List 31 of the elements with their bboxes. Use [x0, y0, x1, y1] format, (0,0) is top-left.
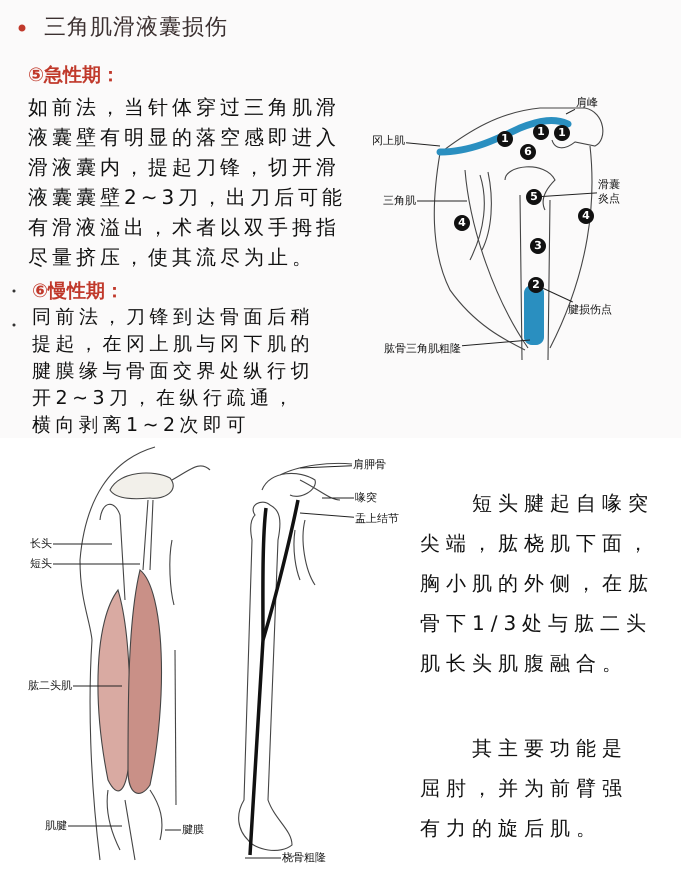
part-label: 桡骨粗隆 [282, 851, 326, 865]
leader-line [416, 200, 468, 202]
part-label: 肱骨三角肌粗隆 [384, 342, 461, 356]
paragraph: 短头腱起自喙突尖端，肱桡肌下面，胸小肌的外侧，在肱骨下1/3处与肱二头肌长头肌腹融合。 [420, 490, 655, 677]
arm-muscle-drawing [79, 446, 210, 861]
leader-line [300, 512, 354, 518]
phase-heading: ⑥慢性期： [32, 279, 126, 304]
paragraph: 其主要功能是屈肘，并为前臂强有力的旋后肌。 [420, 735, 629, 842]
leader-line [566, 108, 576, 114]
part-label: 喙突 [355, 491, 377, 505]
part-label: 腱膜 [182, 823, 204, 837]
part-label: 短头 [30, 557, 52, 571]
part-label: 肌腱 [45, 819, 67, 833]
leader-line [541, 192, 598, 197]
paragraph: 如前法，当针体穿过三角肌滑液囊壁有明显的落空感即进入滑液囊内，提起刀锋，切开滑液囊囊壁2~3刀，出刀后可能有滑液溢出，术者以双手拇指尽量挤压，使其流尽为止。 [28, 94, 348, 271]
part-label: 三角肌 [383, 194, 416, 208]
part-label: 盂上结节 [355, 512, 399, 526]
leader-line [300, 465, 352, 468]
part-label: 肩峰 [576, 96, 598, 110]
part-label: 长头 [30, 537, 52, 551]
part-label: 滑囊炎点 [598, 178, 624, 206]
phase-heading: ⑤急性期： [28, 63, 122, 88]
leader-line [406, 142, 440, 146]
part-label: 冈上肌 [372, 134, 405, 148]
part-label: 肩胛骨 [353, 458, 386, 472]
paragraph: 同前法，刀锋到达骨面后稍提起，在冈上肌与冈下肌的腱膜缘与骨面交界处纵行切开2~3刀，在纵行疏通，横向剥离1~2次即可 [32, 305, 315, 438]
leader-line [462, 340, 530, 346]
title: 三角肌滑液囊损伤 [44, 14, 228, 42]
leader-line [542, 288, 574, 302]
part-label: 腱损伤点 [568, 303, 612, 317]
part-label: 肱二头肌 [28, 679, 72, 693]
